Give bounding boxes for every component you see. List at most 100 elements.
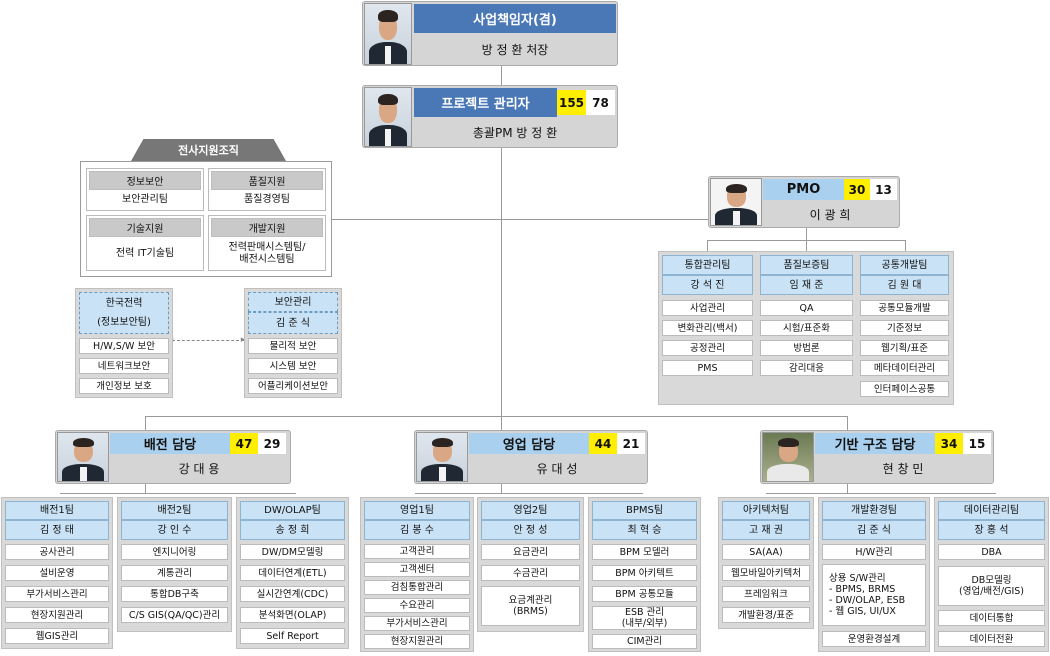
division-title: 영업 담당 bbox=[469, 433, 589, 454]
connector-line bbox=[806, 228, 807, 240]
division-card-distribution: 배전 담당 47 29 강 대 용 bbox=[55, 430, 291, 484]
connector-line bbox=[501, 484, 502, 493]
task-item: CIM관리 bbox=[592, 634, 697, 649]
division-title: 기반 구조 담당 bbox=[815, 433, 935, 454]
task-item: 수요관리 bbox=[364, 598, 470, 613]
team-lead: 임 재 준 bbox=[760, 275, 853, 295]
team-name: 배전1팀 bbox=[5, 501, 109, 520]
division-head-photo bbox=[57, 432, 109, 482]
task-item: 개인정보 보호 bbox=[79, 378, 169, 394]
connector-line bbox=[145, 484, 146, 493]
executive-card: 사업책임자(겸) 방 정 환 처장 bbox=[362, 1, 618, 66]
task-item: 요금계관리 (BRMS) bbox=[481, 586, 580, 626]
team-lead: 최 혁 승 bbox=[592, 520, 697, 540]
task-item: 방법론 bbox=[760, 340, 853, 356]
task-item: 실시간연계(CDC) bbox=[240, 586, 345, 602]
connector-line bbox=[145, 416, 848, 417]
task-item: 고객센터 bbox=[364, 562, 470, 577]
task-item: 공통모듈개발 bbox=[860, 300, 949, 316]
team-name: 개발환경팀 bbox=[822, 501, 926, 520]
task-item: 요금관리 bbox=[481, 544, 580, 560]
support-box-head: 품질지원 bbox=[211, 171, 323, 190]
pmo-title: PMO bbox=[763, 179, 844, 200]
task-item: 현장지원관리 bbox=[5, 607, 109, 623]
task-item: 고객관리 bbox=[364, 544, 470, 559]
team-lead: 고 재 권 bbox=[722, 520, 810, 540]
task-item: QA bbox=[760, 300, 853, 316]
division-headcount-partial: 21 bbox=[617, 433, 645, 454]
connector-line bbox=[60, 493, 296, 494]
task-item: 현장지원관리 bbox=[364, 634, 470, 649]
dashed-connector bbox=[172, 340, 244, 341]
connector-line bbox=[847, 416, 848, 432]
team-lead: 김 준 식 bbox=[822, 520, 926, 540]
task-item: SA(AA) bbox=[722, 544, 810, 560]
connector-line bbox=[806, 240, 807, 253]
task-item: 프레임워크 bbox=[722, 586, 810, 602]
task-item: 상용 S/W관리 - BPMS, BRMS - DW/OLAP, ESB - 웹… bbox=[822, 564, 926, 626]
team-name: BPMS팀 bbox=[592, 501, 697, 520]
task-item: 설비운영 bbox=[5, 565, 109, 581]
division-card-infrastructure: 기반 구조 담당 34 15 현 창 민 bbox=[760, 430, 994, 484]
executive-name: 방 정 환 처장 bbox=[481, 43, 549, 57]
task-item: DW/DM모델링 bbox=[240, 544, 345, 560]
task-item: 데이터전환 bbox=[938, 631, 1045, 647]
pmo-photo bbox=[710, 178, 762, 226]
team-lead: 강 석 진 bbox=[662, 275, 753, 295]
pm-headcount-partial: 78 bbox=[586, 90, 615, 115]
task-item: 물리적 보안 bbox=[248, 338, 338, 354]
division-headcount-total: 47 bbox=[230, 433, 258, 454]
task-item: 인터페이스공통 bbox=[860, 381, 949, 397]
kepco-name: 한국전력 bbox=[105, 298, 143, 309]
team-lead: 안 정 성 bbox=[481, 520, 580, 540]
connector-line bbox=[707, 240, 708, 253]
support-box-body: 품질경영팀 bbox=[244, 194, 290, 205]
pmo-name: 이 광 희 bbox=[809, 207, 851, 222]
task-item: 웹기획/표준 bbox=[860, 340, 949, 356]
connector-line bbox=[501, 416, 502, 432]
support-box-body: 전력 IT기술팀 bbox=[115, 248, 175, 259]
division-card-sales: 영업 담당 44 21 유 대 성 bbox=[414, 430, 648, 484]
task-item: 부가서비스관리 bbox=[5, 586, 109, 602]
kepco-org: 한국전력 (정보보안팀) bbox=[79, 292, 169, 334]
task-item: 수금관리 bbox=[481, 565, 580, 581]
team-name: 데이터관리팀 bbox=[938, 501, 1045, 520]
task-item: 감리대응 bbox=[760, 360, 853, 376]
division-headcount-partial: 15 bbox=[963, 433, 991, 454]
task-item: BPM 모델러 bbox=[592, 544, 697, 560]
task-item: 기준정보 bbox=[860, 320, 949, 336]
task-item: 검침통합관리 bbox=[364, 580, 470, 595]
division-headcount-total: 34 bbox=[935, 433, 963, 454]
team-lead: 송 정 희 bbox=[240, 520, 345, 540]
division-headcount-total: 44 bbox=[589, 433, 617, 454]
security-lead: 김 준 식 bbox=[248, 312, 338, 334]
pm-card: 프로젝트 관리자 155 78 총괄PM 방 정 환 bbox=[362, 85, 618, 148]
pm-headcount-total: 155 bbox=[557, 90, 586, 115]
executive-title: 사업책임자(겸) bbox=[414, 4, 616, 33]
task-item: 부가서비스관리 bbox=[364, 616, 470, 631]
division-head-name: 강 대 용 bbox=[178, 462, 220, 476]
task-item: 사업관리 bbox=[662, 300, 753, 316]
team-name: 영업2팀 bbox=[481, 501, 580, 520]
task-item: BPM 공통모듈 bbox=[592, 586, 697, 602]
task-item: BPM 아키텍트 bbox=[592, 565, 697, 581]
task-item: 개발환경/표준 bbox=[722, 607, 810, 623]
task-item: 데이터통합 bbox=[938, 610, 1045, 626]
task-item: 웹GIS관리 bbox=[5, 628, 109, 644]
task-item: 분석화면(OLAP) bbox=[240, 607, 345, 623]
task-item: C/S GIS(QA/QC)관리 bbox=[121, 607, 228, 623]
task-item: 엔지니어링 bbox=[121, 544, 228, 560]
pm-name: 총괄PM 방 정 환 bbox=[472, 125, 558, 140]
connector-line bbox=[905, 240, 906, 253]
team-name: 통합관리팀 bbox=[662, 255, 753, 275]
pmo-card: PMO 30 13 이 광 희 bbox=[708, 176, 900, 228]
security-head: 보안관리 bbox=[248, 292, 338, 312]
task-item: 메타데이터관리 bbox=[860, 360, 949, 376]
support-box-head: 정보보안 bbox=[89, 171, 201, 190]
division-head-photo bbox=[416, 432, 468, 482]
division-head-photo bbox=[762, 432, 814, 482]
team-name: 공통개발팀 bbox=[860, 255, 949, 275]
task-item: PMS bbox=[662, 360, 753, 376]
task-item: ESB 관리 (내부/외부) bbox=[592, 606, 697, 630]
